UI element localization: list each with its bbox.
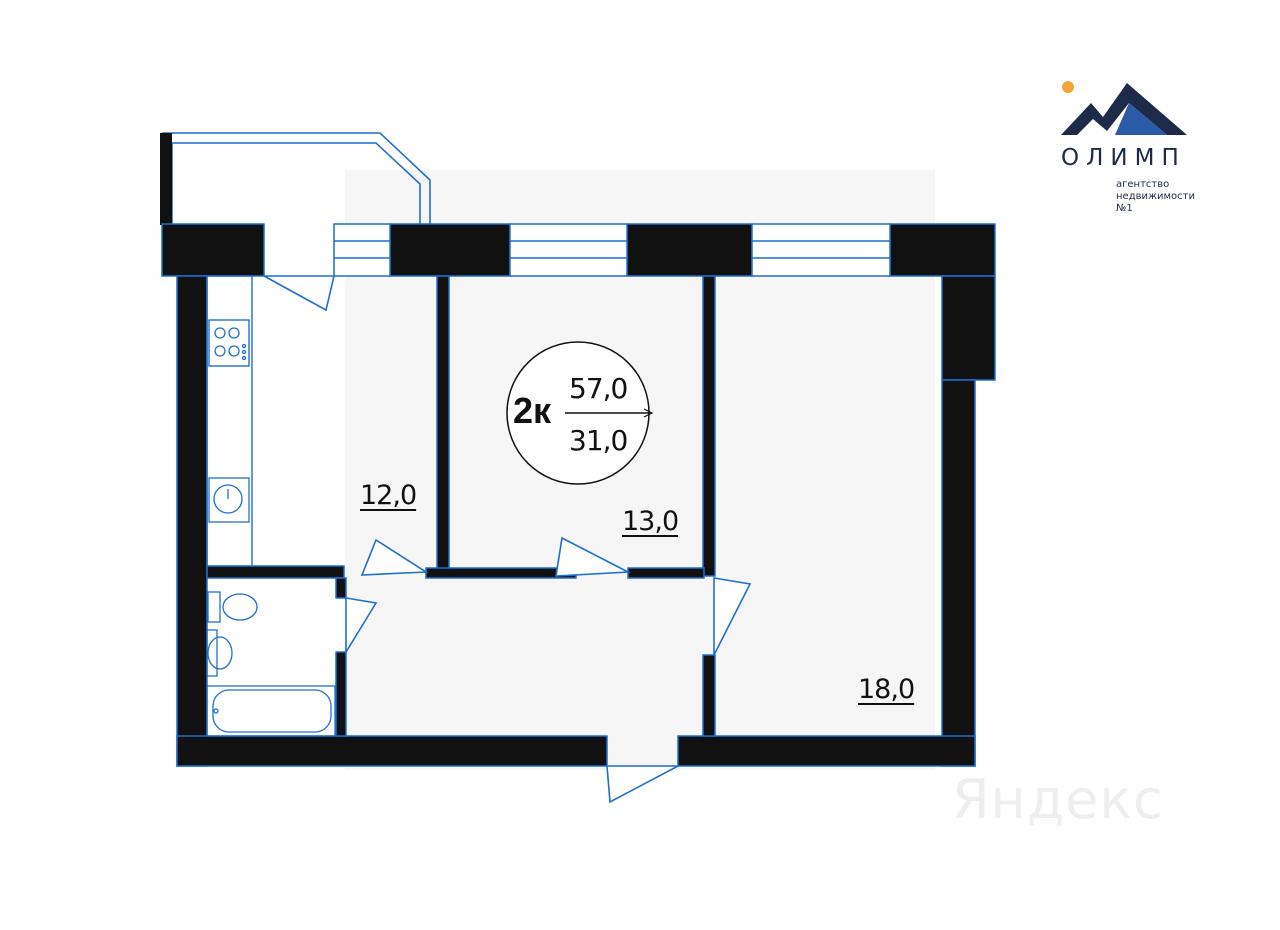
windows: [333, 223, 891, 277]
living-room-area-label: 18,0: [858, 674, 915, 705]
doors: [263, 275, 752, 804]
mountain-logo-icon: [1061, 81, 1187, 135]
watermark-text: Яндекс: [952, 768, 1164, 831]
washbasin-icon: [206, 629, 233, 677]
logo-name: ОЛИМП: [1061, 145, 1186, 171]
area-summary-badge: [506, 341, 654, 485]
agency-logo: ОЛИМП агентство недвижимости №1: [1055, 75, 1195, 225]
area-summary: 2к 57,0 31,0: [505, 340, 651, 486]
living-area: 31,0: [569, 424, 628, 457]
stove-icon: [214, 327, 247, 361]
kitchen-counter: [206, 275, 253, 567]
kitchen-area-label: 12,0: [360, 480, 417, 511]
balcony: [160, 132, 431, 225]
total-area: 57,0: [569, 372, 628, 405]
toilet-icon: [207, 591, 258, 623]
bathtub-icon: [206, 685, 336, 737]
walls: [161, 223, 996, 767]
room-count: 2к: [513, 390, 552, 431]
bedroom-area-label: 13,0: [622, 506, 679, 537]
logo-tagline: агентство недвижимости №1: [1116, 179, 1195, 214]
sink-icon: [208, 477, 250, 523]
